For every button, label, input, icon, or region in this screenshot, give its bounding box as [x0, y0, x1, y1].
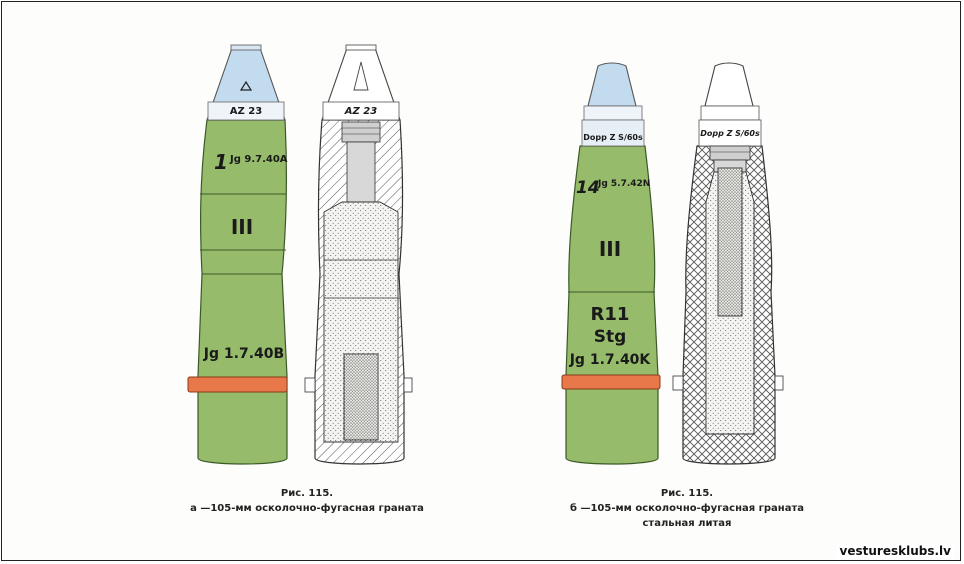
shell-a-section-fuze-label: AZ 23	[344, 106, 377, 117]
shell-b-exterior: Dopp Z S/60s 14 Jg 5.7.42N III R11 Stg J…	[561, 62, 661, 465]
shell-b-body-line1: R11	[591, 304, 630, 325]
shell-b-fuze-label: Dopp Z S/60s	[583, 133, 643, 142]
shell-b-date: Jg 5.7.42N	[597, 179, 650, 189]
caption-b-fig-number: Рис. 115.	[660, 488, 714, 499]
shell-a-driving-band	[187, 376, 288, 393]
shell-b-number: 14	[576, 178, 600, 198]
caption-b-text2: стальная литая	[642, 518, 732, 529]
site-watermark: vesturesklubs.lv	[836, 544, 954, 558]
caption-figure-b: Рис. 115. б —105-мм осколочно-фугасная г…	[522, 486, 852, 531]
caption-a-text: а —105-мм осколочно-фугасная граната	[190, 503, 424, 514]
shell-b-base-marking: Jg 1.7.40K	[569, 352, 652, 368]
shell-b-roman: III	[599, 237, 621, 261]
shell-b-fuze	[587, 62, 637, 107]
caption-a-fig-number: Рис. 115.	[280, 488, 334, 499]
caption-b-text: б —105-мм осколочно-фугасная граната	[570, 503, 804, 514]
shell-a-number: 1	[214, 150, 228, 174]
shell-a-body	[197, 119, 288, 465]
shell-b-body-line2: Stg	[594, 327, 627, 347]
shell-b-section: Dopp Z S/60s	[672, 62, 784, 465]
shell-a-roman: III	[231, 215, 253, 239]
caption-figure-a: Рис. 115. а —105-мм осколочно-фугасная г…	[142, 486, 472, 516]
shell-a-base-marking: Jg 1.7.40B	[203, 346, 284, 362]
shell-b-section-fuze-label: Dopp Z S/60s	[700, 129, 760, 138]
shell-b-driving-band	[561, 374, 661, 390]
shell-a-exterior: AZ 23 1 Jg 9.7.40A III Jg 1.7.40B	[187, 44, 288, 465]
shell-a-fuze-label: AZ 23	[230, 106, 262, 117]
shell-a-section: AZ 23	[304, 44, 413, 465]
shell-a-date: Jg 9.7.40A	[229, 154, 288, 165]
